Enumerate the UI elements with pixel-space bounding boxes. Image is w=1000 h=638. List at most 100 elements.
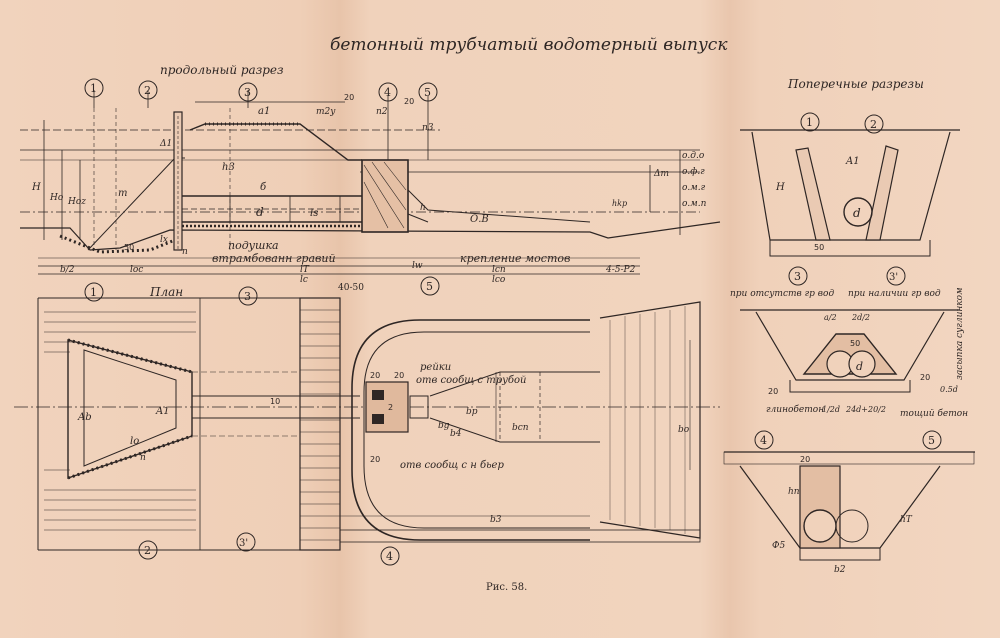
- label-20-a: 20: [344, 93, 354, 102]
- label-b2: b/2: [60, 265, 75, 275]
- plan-view: План: [14, 285, 720, 551]
- label-otv-trub: отв сообщ с трубой: [416, 375, 526, 386]
- label-OB: О.В: [470, 214, 489, 225]
- plan-labels: рейки отв сообщ с трубой отв сообщ с н б…: [77, 362, 690, 525]
- label-20-b: 20: [404, 97, 414, 106]
- label-d5: Ф5: [772, 541, 785, 551]
- label-m2y: m2y: [316, 107, 336, 117]
- label-reiki: рейки: [420, 362, 451, 373]
- label-podushka: подушка: [228, 239, 279, 252]
- plan-embankment-hatch: [300, 309, 340, 541]
- marker-2: 2: [144, 84, 151, 97]
- cross-label-H: H: [775, 182, 785, 193]
- plan-marker-2: 2: [144, 544, 151, 557]
- label-plan-n: n: [140, 453, 146, 463]
- label-d: d: [256, 205, 264, 219]
- label-delta1: Δ1: [159, 139, 172, 149]
- section-markers-top: 1 2 3 4 5 5 40-50: [84, 78, 440, 296]
- marker-5: 5: [424, 86, 431, 99]
- label-plan-20-c: 20: [370, 455, 380, 464]
- label-a2: a/2: [824, 313, 837, 322]
- label-plan-20-a: 20: [370, 371, 380, 380]
- label-b2-cross: b2: [834, 565, 846, 575]
- label-otv-ver: отв сообщ с н бьер: [400, 460, 504, 471]
- marker-3: 3: [244, 86, 251, 99]
- label-bcn: bcn: [512, 423, 529, 433]
- cross-label-d: d: [853, 206, 861, 220]
- label-H: H: [31, 182, 41, 193]
- plan-riprap: [609, 306, 686, 534]
- label-bg: bg: [438, 421, 450, 431]
- label-bp: bp: [466, 407, 478, 417]
- plan-marker-3: 3: [244, 290, 251, 303]
- label-h: h: [420, 203, 426, 213]
- marker-4: 4: [384, 86, 391, 99]
- label-a1: a1: [258, 106, 270, 117]
- label-12d: 1/2d: [822, 405, 840, 414]
- label-n: n: [182, 247, 188, 257]
- longitudinal-section: [20, 90, 721, 275]
- cross-marker-3p: 3': [889, 272, 898, 283]
- section-cross-title: Поперечные разрезы: [787, 77, 924, 91]
- label-m: m: [118, 188, 127, 199]
- label-no-water: при отсутств гр вод: [730, 289, 834, 299]
- label-Hoz: Hoz: [67, 197, 86, 207]
- label-n3: n3: [422, 123, 434, 133]
- label-2d2: 2d/2: [851, 313, 870, 322]
- label-lo: lo: [130, 436, 139, 447]
- label-h3: h3: [222, 162, 235, 173]
- label-lx: lx: [160, 235, 168, 245]
- cross3-label-d: d: [856, 360, 863, 373]
- label-ofg: о.ф.г: [682, 167, 705, 177]
- section-longitudinal-title: продольный разрез: [160, 63, 284, 77]
- label-b3: b3: [490, 515, 502, 525]
- section-plan-title: План: [149, 285, 183, 299]
- label-cross45-20: 20: [800, 455, 810, 464]
- label-lcn: lcn: [492, 265, 506, 275]
- label-ls: ls: [310, 208, 318, 219]
- cross-marker-5: 5: [928, 434, 935, 447]
- label-n2: n2: [376, 107, 388, 117]
- cross-label-A1: A1: [845, 156, 860, 167]
- cross-marker-3: 3: [794, 270, 801, 283]
- label-cross-20b: 20: [920, 373, 930, 382]
- label-range: 4-5-P2: [605, 265, 636, 275]
- label-clay-concrete: глинобетон: [766, 404, 824, 415]
- label-05d: 0.5d: [940, 385, 958, 394]
- cross-marker-4: 4: [760, 434, 767, 447]
- cross-section-4-5: 4 5 hn hT b2 Ф5 20: [723, 430, 975, 575]
- plan-marker-3p: 3': [239, 538, 248, 549]
- label-hkp: hkp: [612, 199, 627, 208]
- label-omg: о.м.г: [682, 183, 706, 193]
- label-hT: hT: [900, 515, 913, 525]
- label-lT: lT: [300, 265, 310, 275]
- label-50: 50: [124, 243, 134, 252]
- label-odo: о.д.о: [682, 151, 705, 161]
- plan-marker-1: 1: [90, 286, 97, 299]
- dim-40-50: 40-50: [338, 283, 364, 293]
- label-lc: lc: [300, 275, 308, 285]
- marker-1: 1: [90, 82, 97, 95]
- label-cross-20: 20: [768, 387, 778, 396]
- cross-label-50: 50: [814, 243, 824, 252]
- label-hn: hn: [788, 487, 800, 497]
- label-10: 10: [270, 397, 280, 406]
- label-Ab: Ab: [77, 412, 92, 423]
- label-Ho: Ho: [49, 193, 64, 203]
- label-deltaT: Δт: [653, 169, 669, 179]
- drawing-title: бетонный трубчатый водотерный выпуск: [330, 35, 728, 55]
- cross-section-1-2: 1 2 d H A1 50: [740, 112, 960, 257]
- label-lco: lco: [492, 275, 506, 285]
- label-delta: б: [260, 182, 267, 193]
- marker-5-bottom: 5: [426, 280, 433, 293]
- plan-water-hatch: [44, 311, 196, 531]
- label-cross-50: 50: [850, 339, 860, 348]
- label-with-water: при наличии гр вод: [848, 289, 941, 299]
- label-lw: lw: [412, 261, 423, 271]
- label-b4: b4: [450, 429, 462, 439]
- label-plan-2: 2: [388, 403, 393, 412]
- label-A1: A1: [155, 406, 170, 417]
- figure-caption: Рис. 58.: [486, 582, 527, 593]
